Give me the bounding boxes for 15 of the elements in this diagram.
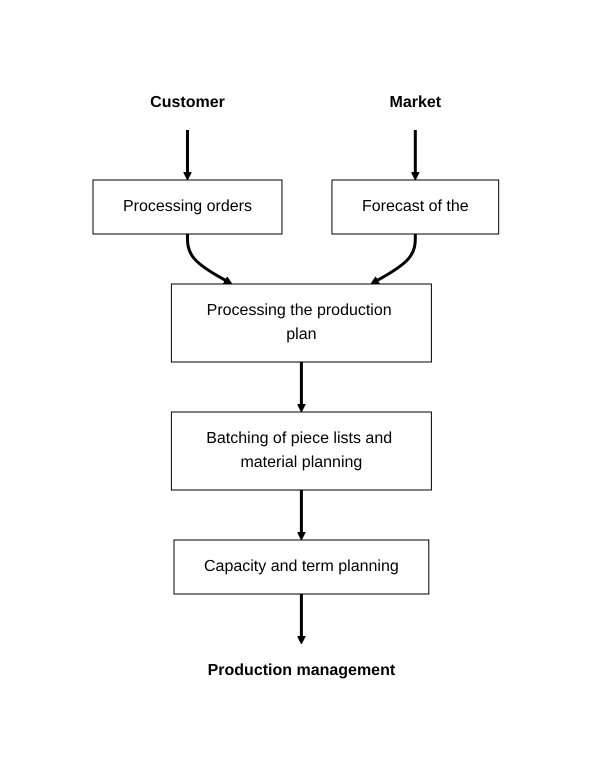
arrow — [182, 130, 192, 180]
arrow — [370, 234, 416, 284]
arrow — [410, 130, 420, 180]
arrow — [296, 490, 306, 540]
node-box: Forecast of the — [331, 180, 499, 234]
node-box: Processing orders — [92, 180, 282, 234]
node-box: Batching of piece lists and material planning — [170, 412, 432, 490]
node-text: Market — [389, 94, 441, 111]
arrow — [296, 362, 306, 412]
node-text: Customer — [150, 94, 224, 111]
arrow — [186, 234, 232, 284]
arrow — [296, 594, 306, 644]
node-box: Processing the production plan — [170, 284, 432, 362]
node-text: Production management — [207, 662, 395, 679]
node-box: Capacity and term planning — [173, 540, 429, 594]
